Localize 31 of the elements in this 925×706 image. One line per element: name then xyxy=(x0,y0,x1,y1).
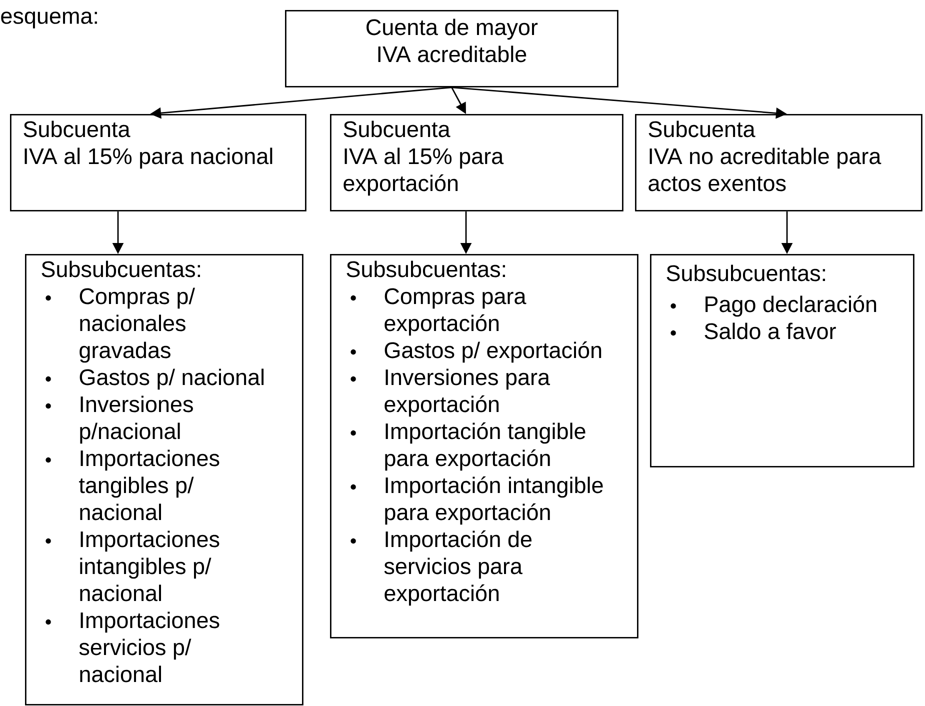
account-box: Cuenta de mayor IVA acreditable xyxy=(285,10,618,88)
bullet-item: Inversiones p/nacional xyxy=(46,396,193,444)
bullet-item: Saldo a favor xyxy=(670,322,836,340)
box-text: IVA al 15% para nacional xyxy=(24,148,272,169)
bullet-item: Importación de servicios para exportación xyxy=(350,530,532,606)
list-heading: Subsubcuentas: xyxy=(666,264,825,282)
bullet-item: Pago declaración xyxy=(670,295,876,317)
list-box xyxy=(330,254,638,638)
account-box xyxy=(635,114,922,212)
box-text: IVA no acreditable para actos exentos xyxy=(648,148,882,192)
heading-text: Subcuenta xyxy=(344,120,450,138)
list-box xyxy=(25,254,304,706)
bullet-item: Gastos p/ exportación xyxy=(350,341,602,363)
account-box xyxy=(10,114,306,212)
list-heading: Subsubcuentas: xyxy=(346,260,505,278)
bullet-item: Compras p/ nacionales gravadas xyxy=(46,288,195,363)
caption-text: esquema: xyxy=(1,12,97,28)
bullet-item: Importaciones servicios p/ nacional xyxy=(46,612,220,682)
box-text: IVA al 15% para exportación xyxy=(344,148,504,196)
list-heading: Subsubcuentas: xyxy=(42,260,200,278)
bullet-item: Importaciones intangibles p/ nacional xyxy=(46,530,220,602)
heading-text: Subcuenta xyxy=(24,120,130,138)
bullet-item: Compras para exportación xyxy=(350,288,526,336)
bullet-item: Inversiones para exportación xyxy=(350,368,550,417)
bullet-item: Importación intangible para exportación xyxy=(350,476,603,525)
heading-text: Subcuenta xyxy=(648,120,756,138)
bullet-item: Importación tangible para exportación xyxy=(350,422,586,471)
bullet-item: Importaciones tangibles p/ nacional xyxy=(46,450,220,520)
bullet-item: Gastos p/ nacional xyxy=(46,368,264,390)
list-box xyxy=(650,254,914,468)
account-box xyxy=(330,114,624,212)
